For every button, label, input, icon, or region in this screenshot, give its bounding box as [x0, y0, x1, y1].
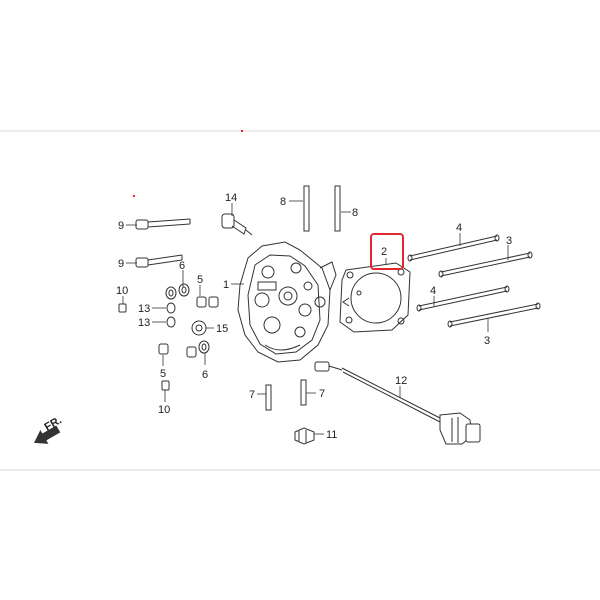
- dowel-10-upper[interactable]: [118, 303, 127, 313]
- washers-6[interactable]: [165, 283, 190, 300]
- temperature-sensor-12[interactable]: [314, 361, 481, 445]
- callout-11: 11: [326, 429, 337, 441]
- dowel-10-lower[interactable]: [161, 380, 170, 391]
- front-direction-label: FR.: [43, 414, 64, 433]
- callout-15: 15: [216, 323, 228, 335]
- callout-10-upper: 10: [116, 285, 128, 297]
- cylinder-head[interactable]: [237, 241, 337, 363]
- callout-7-right: 7: [319, 388, 325, 400]
- spark-plug-11[interactable]: [294, 427, 315, 445]
- callout-6-lower: 6: [202, 369, 208, 381]
- stud-bolts[interactable]: [407, 234, 541, 328]
- callout-7-left: 7: [249, 389, 255, 401]
- callout-5-lower: 5: [160, 368, 166, 380]
- callout-5-upper: 5: [197, 274, 203, 286]
- callout-4-upper: 4: [456, 222, 462, 234]
- stud-bolt-3-upper[interactable]: [438, 251, 533, 278]
- callout-9-lower: 9: [118, 258, 124, 270]
- callout-12: 12: [395, 375, 407, 387]
- callout-9-upper: 9: [118, 220, 124, 232]
- callout-1: 1: [223, 279, 229, 291]
- stud-bolt-4-upper[interactable]: [407, 234, 500, 262]
- highlight-box-part-2: [370, 233, 404, 270]
- callout-13-upper: 13: [138, 303, 150, 315]
- cylinder-head-gasket[interactable]: [339, 262, 411, 333]
- seal-15[interactable]: [191, 320, 207, 336]
- callout-2: 2: [381, 246, 387, 258]
- callout-3-lower: 3: [484, 335, 490, 347]
- leader-lines: [122, 200, 509, 435]
- washer-6-lower[interactable]: [198, 340, 210, 354]
- callout-3-upper: 3: [506, 235, 512, 247]
- red-mark: [241, 130, 243, 132]
- washer-13-upper[interactable]: [166, 302, 176, 314]
- front-direction-arrow-icon: [34, 425, 61, 444]
- callout-8-left: 8: [280, 196, 286, 208]
- callout-14: 14: [225, 192, 237, 204]
- sensor-14[interactable]: [221, 213, 253, 236]
- red-mark: [133, 195, 135, 197]
- callout-4-lower: 4: [430, 285, 436, 297]
- washer-13-lower[interactable]: [166, 316, 176, 328]
- flange-bolt-9-lower[interactable]: [135, 254, 183, 268]
- nuts-5-lower[interactable]: [158, 343, 197, 358]
- dowel-pins-8[interactable]: [303, 185, 341, 232]
- dowel-pins-7[interactable]: [265, 379, 307, 411]
- nuts-5[interactable]: [196, 296, 219, 308]
- callout-6-upper: 6: [179, 260, 185, 272]
- callout-8-right: 8: [352, 207, 358, 219]
- flange-bolt-9-upper[interactable]: [135, 218, 191, 230]
- stud-bolt-3-lower[interactable]: [447, 302, 541, 328]
- callout-13-lower: 13: [138, 317, 150, 329]
- callout-10-lower: 10: [158, 404, 170, 416]
